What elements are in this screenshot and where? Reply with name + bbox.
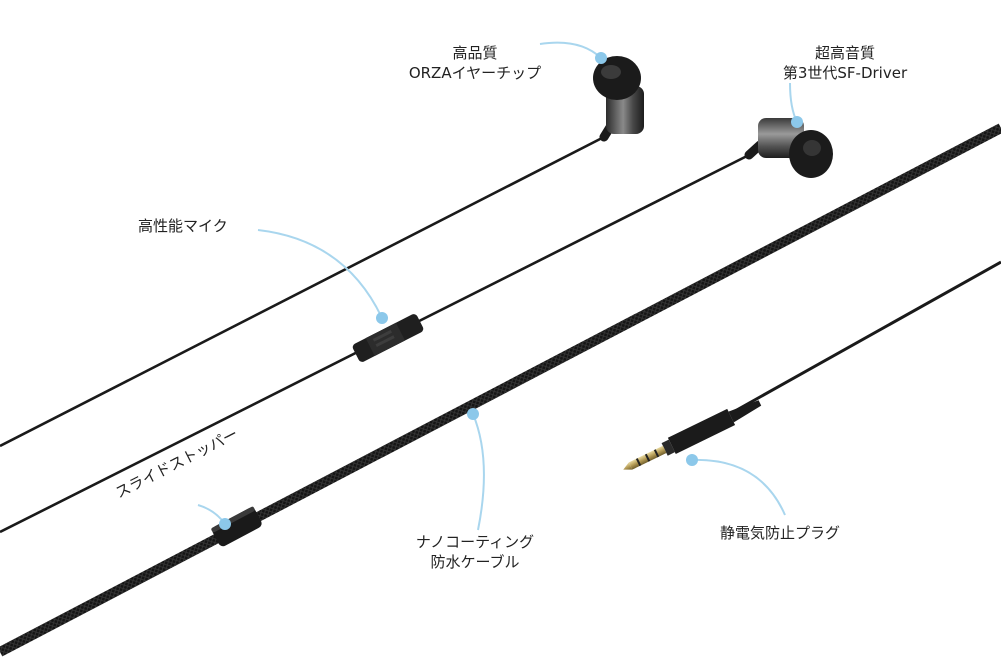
callout-lines [197, 41, 798, 531]
plug-cable [734, 260, 1001, 413]
plug-label: 静電気防止プラグ [720, 523, 840, 543]
eartip-label-line1: 高品質 [452, 44, 498, 62]
plug-label-text: 静電気防止プラグ [720, 524, 841, 542]
left-cable [0, 135, 605, 448]
mic-label: 高性能マイク [138, 216, 228, 236]
cable-label-line1: ナノコーティング [415, 533, 535, 551]
eartip-label: 高品質 ORZAイヤーチップ [395, 43, 555, 83]
braided-cable [0, 123, 1001, 657]
left-earphone [593, 56, 644, 142]
cable-label-line2: 防水ケーブル [430, 553, 520, 571]
mic-label-text: 高性能マイク [138, 217, 228, 235]
driver-label-line1: 超高音質 [814, 44, 875, 62]
right-earphone [744, 118, 833, 178]
eartip-label-line2: ORZAイヤーチップ [408, 64, 542, 82]
driver-label-line2: 第3世代SF-Driver [782, 64, 908, 82]
mic-unit [352, 314, 424, 362]
driver-label: 超高音質 第3世代SF-Driver [765, 43, 925, 83]
callout-dots [219, 52, 803, 530]
audio-plug [623, 400, 762, 470]
cable-label: ナノコーティング 防水ケーブル [395, 532, 555, 572]
slide-stopper [211, 506, 262, 547]
